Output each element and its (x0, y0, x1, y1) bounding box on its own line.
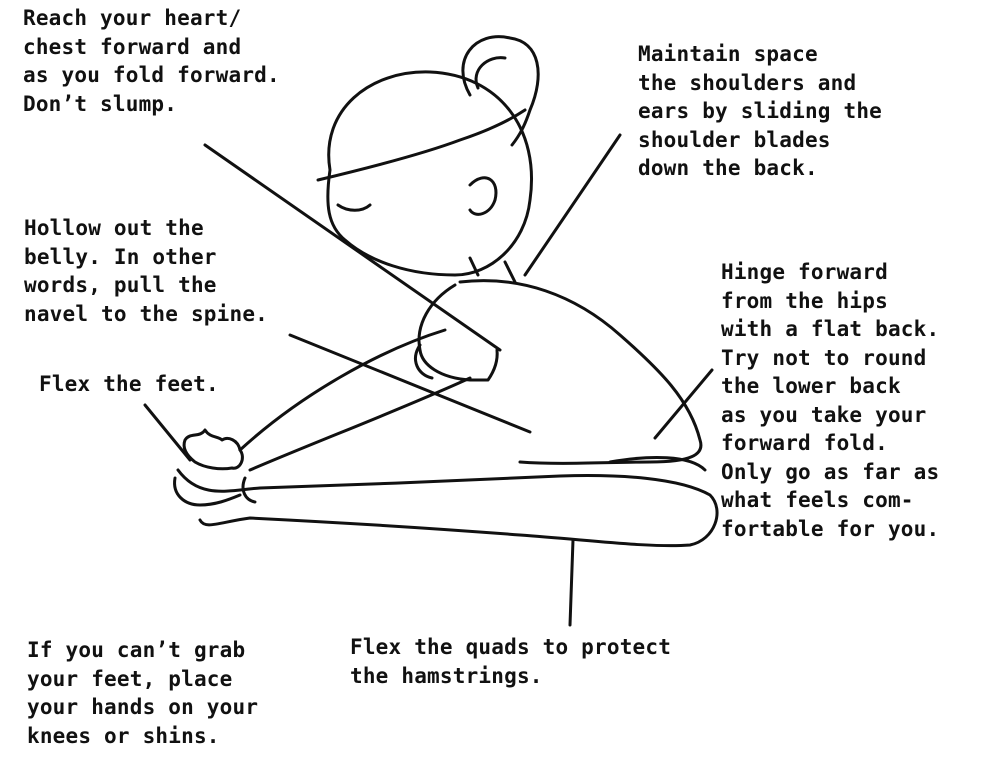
arm-drawing (240, 330, 470, 470)
annotation-reach-chest: Reach your heart/ chest forward and as y… (23, 4, 280, 118)
annotation-flex-quads: Flex the quads to protect the hamstrings… (350, 633, 671, 690)
annotation-hinge-forward: Hinge forward from the hips with a flat … (721, 258, 939, 543)
pointer-line-hips (655, 370, 712, 438)
hand-drawing (184, 430, 242, 469)
annotation-hollow-belly: Hollow out the belly. In other words, pu… (24, 214, 268, 328)
pointer-line-quads (570, 540, 573, 625)
torso-drawing (460, 281, 701, 464)
legs-drawing (178, 470, 717, 546)
annotation-grab-feet: If you can’t grab your feet, place your … (27, 636, 258, 750)
pointer-line-feet (145, 405, 190, 460)
ear-drawing (470, 178, 496, 215)
annotation-maintain-space: Maintain space the shoulders and ears by… (638, 40, 882, 183)
pointer-line-belly (290, 335, 530, 432)
pointer-line-shoulders (525, 135, 620, 275)
ponytail-drawing (463, 37, 538, 145)
head-drawing (328, 72, 532, 275)
closed-eye-drawing (338, 205, 370, 210)
annotation-flex-feet: Flex the feet. (39, 370, 219, 399)
